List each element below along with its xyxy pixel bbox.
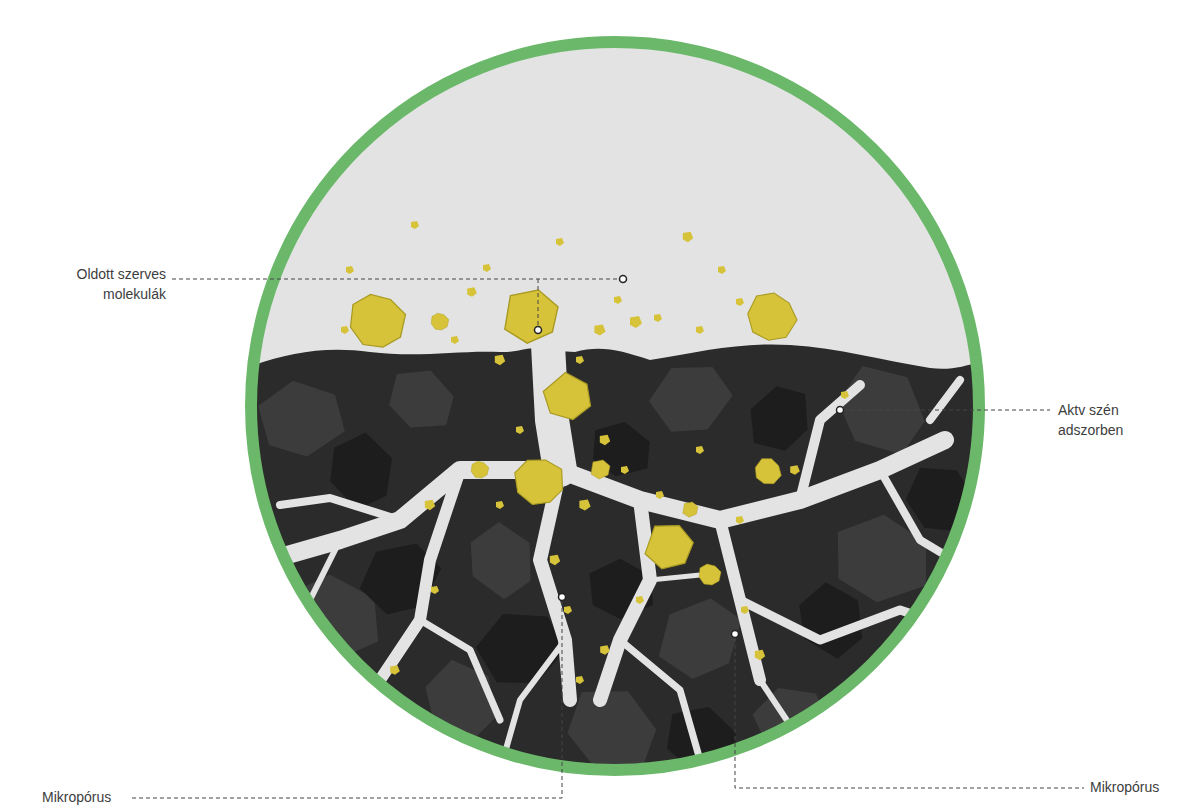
callout-label: Oldott szerves molekulák [36,264,166,304]
callout-label: Mikropórus [42,787,132,807]
callout-label: Mikropórus [1090,777,1182,797]
callout-label: Aktv szén adszorben [1058,400,1158,440]
